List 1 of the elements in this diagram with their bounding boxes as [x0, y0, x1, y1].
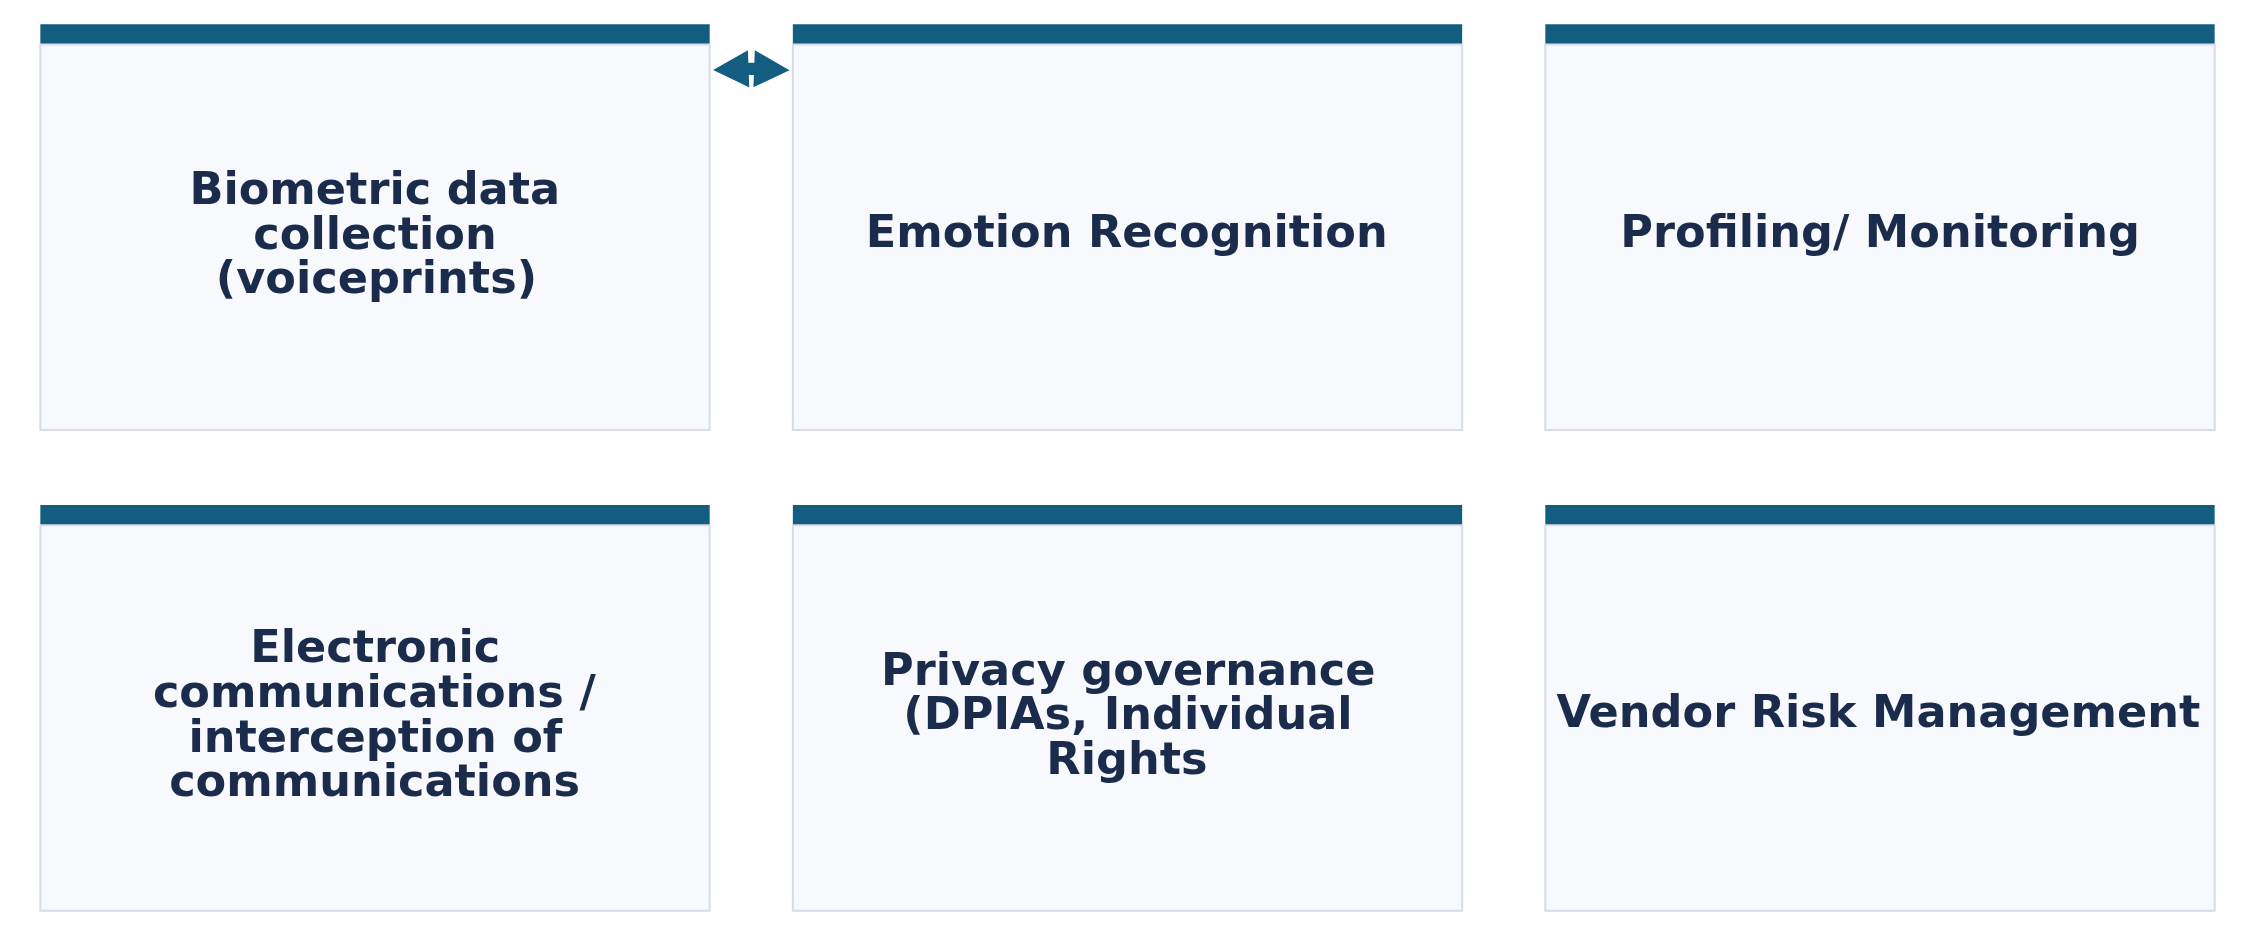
arrow [713, 50, 790, 88]
